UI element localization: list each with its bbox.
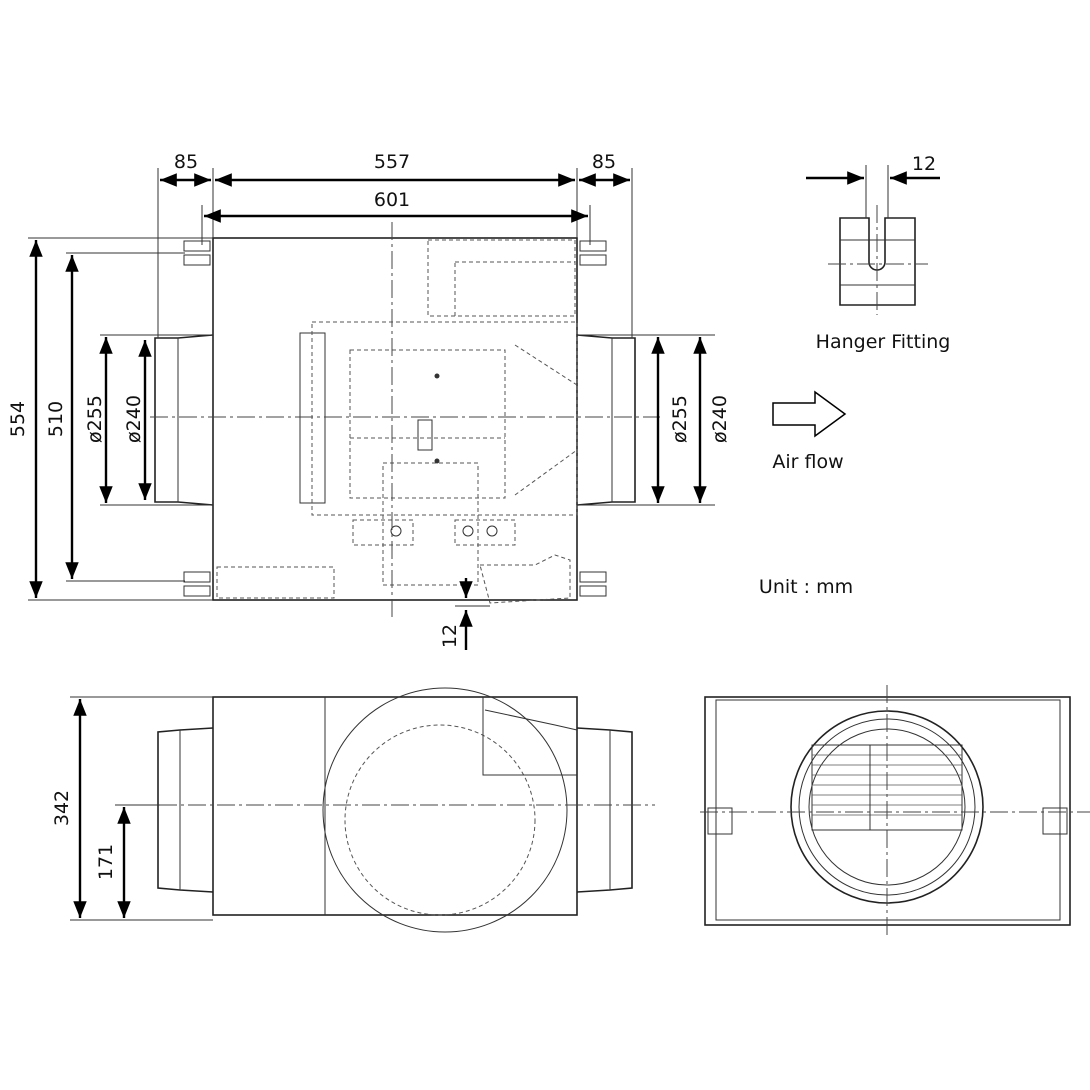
unit-label: Unit : mm bbox=[759, 576, 853, 598]
dim-right-outer-diameter: ø255 bbox=[669, 395, 691, 443]
dim-left-duct-length: 85 bbox=[174, 151, 198, 173]
top-view: 85 557 85 601 554 510 ø255 ø240 ø255 ø24… bbox=[7, 151, 731, 650]
dim-total-depth: 554 bbox=[7, 401, 29, 437]
airflow-indicator: Air flow bbox=[772, 390, 847, 473]
hanger-fitting-top-left bbox=[183, 240, 211, 266]
dim-hanger-depth: 510 bbox=[45, 401, 67, 437]
dim-offset: 12 bbox=[439, 624, 461, 648]
top-body-outline bbox=[212, 237, 578, 601]
dim-left-outer-diameter: ø255 bbox=[84, 395, 106, 443]
airflow-label: Air flow bbox=[772, 451, 843, 473]
hanger-fitting-label: Hanger Fitting bbox=[816, 331, 951, 353]
right-duct bbox=[576, 334, 636, 506]
dim-center-height: 171 bbox=[95, 844, 117, 880]
dim-body-width: 557 bbox=[374, 151, 410, 173]
airflow-arrow-icon bbox=[772, 390, 847, 438]
dim-hanger-slot: 12 bbox=[912, 153, 936, 175]
left-duct bbox=[154, 334, 214, 506]
dim-right-inner-diameter: ø240 bbox=[709, 395, 731, 443]
side-view: 342 171 bbox=[51, 687, 655, 933]
hanger-fitting-top-right bbox=[579, 240, 607, 266]
hanger-fitting-detail: 12 Hanger Fitting bbox=[806, 153, 950, 353]
dim-height: 342 bbox=[51, 790, 73, 826]
hanger-fitting-bottom-left bbox=[183, 571, 211, 597]
dim-right-duct-length: 85 bbox=[592, 151, 616, 173]
dim-hanger-span: 601 bbox=[374, 189, 410, 211]
hanger-fitting-bottom-right bbox=[579, 571, 607, 597]
front-view bbox=[700, 685, 1090, 935]
dim-left-inner-diameter: ø240 bbox=[123, 395, 145, 443]
